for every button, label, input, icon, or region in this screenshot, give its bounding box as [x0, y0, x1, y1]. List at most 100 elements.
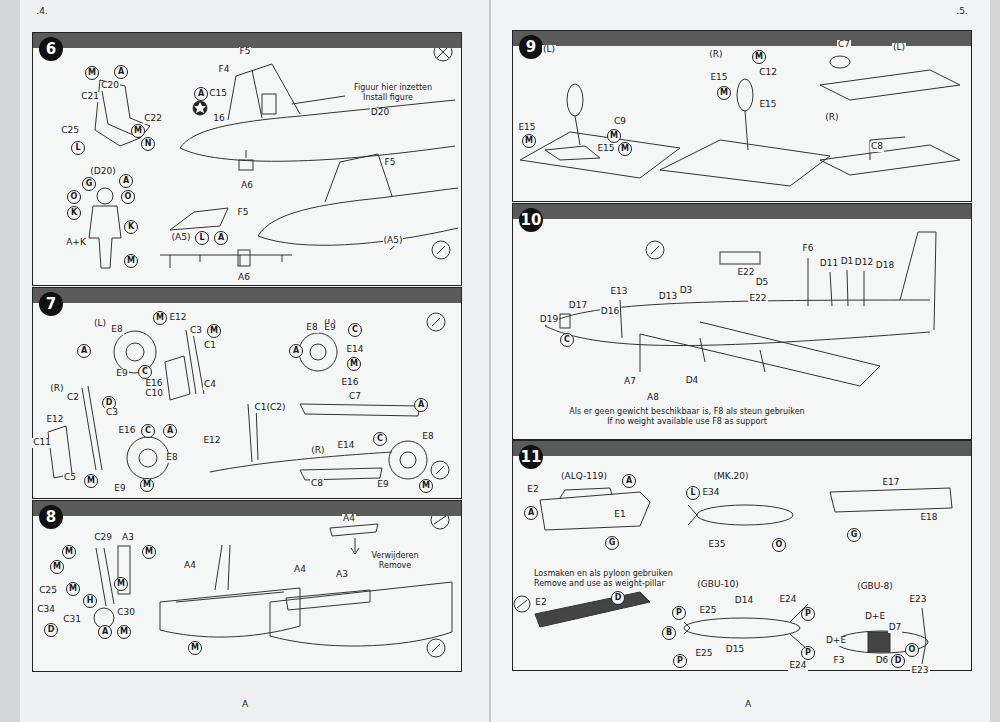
step-8-art-stroke — [434, 516, 446, 524]
callout-letter: M — [618, 142, 632, 156]
callout-letter: C — [138, 365, 152, 379]
part-number: D1 — [840, 257, 855, 267]
step-6-art-stroke — [239, 160, 253, 170]
step-11-art-stroke — [830, 488, 952, 512]
callout-letter: M — [114, 577, 128, 591]
part-number: (R) — [708, 50, 723, 60]
callout-letter: A — [194, 87, 208, 101]
step-number: 9 — [519, 35, 543, 59]
callout-letter: M — [84, 474, 98, 488]
step-7-art-stroke — [210, 452, 392, 472]
callout-letter: A — [77, 344, 91, 358]
callout-letter: M — [142, 545, 156, 559]
step-9-art-stroke — [870, 137, 905, 160]
callout-letter: A — [622, 474, 636, 488]
part-number: (L) — [892, 43, 906, 53]
part-number: (R) — [310, 446, 325, 456]
part-number: C3 — [189, 326, 203, 336]
callout-letter: M — [50, 560, 64, 574]
left-page — [20, 0, 490, 722]
panel-ground — [32, 287, 462, 499]
callout-letter: L — [686, 486, 700, 500]
step-7-art-stroke — [436, 466, 444, 474]
header-band — [33, 33, 461, 48]
part-number: E15 — [709, 73, 728, 83]
step-7-art — [48, 313, 449, 480]
callout-letter: M — [419, 479, 433, 493]
step-10-art-stroke — [545, 300, 930, 326]
step-number: 11 — [519, 445, 543, 469]
step-10-art-stroke — [651, 246, 659, 254]
step-11-art-stroke — [688, 505, 697, 525]
callout-letter: A — [214, 231, 228, 245]
step-number: 7 — [39, 292, 63, 316]
page-mark: .4. — [35, 7, 48, 17]
callout-letter: M — [62, 545, 76, 559]
step-6-art-stroke — [160, 255, 292, 268]
callout-letter: O — [772, 538, 786, 552]
part-number: C1 — [203, 341, 217, 351]
part-number: D+E — [864, 612, 886, 622]
step-7-art-stroke — [82, 386, 102, 470]
callout-letter: P — [673, 654, 687, 668]
step-11-art-stroke — [517, 600, 527, 608]
part-number: D18 — [875, 261, 895, 271]
part-number: (MK.20) — [712, 472, 749, 482]
step-7-art-stroke — [310, 344, 326, 360]
part-number: A8 — [646, 393, 660, 403]
step-11-art-stroke — [514, 596, 530, 612]
step-9-art-stroke — [545, 146, 600, 160]
part-number: E15 — [758, 100, 777, 110]
callout-letter: C — [560, 333, 574, 347]
part-number: C25 — [60, 126, 80, 136]
header-band — [33, 501, 461, 516]
part-number: 16 — [212, 114, 225, 124]
part-number: C11 — [32, 438, 52, 448]
step-7-art-stroke — [432, 318, 440, 326]
step-6-art-stroke — [180, 146, 455, 161]
part-number: D19 — [539, 315, 559, 325]
part-number: D+E — [825, 636, 847, 646]
step-6-art-stroke — [262, 94, 276, 114]
callout-letter: M — [117, 625, 131, 639]
part-number: C4 — [203, 380, 217, 390]
step-10-art-stroke — [900, 232, 936, 330]
part-number: E2 — [526, 485, 539, 495]
step-7-art-stroke — [48, 426, 72, 478]
step-10-art-stroke — [545, 326, 930, 346]
callout-letter: M — [188, 641, 202, 655]
part-number: C22 — [143, 114, 163, 124]
step-8-art-stroke — [330, 524, 378, 536]
step-11-art-stroke — [684, 604, 808, 650]
part-number: (GBU-10) — [696, 580, 739, 590]
part-number: C5 — [63, 473, 77, 483]
instruction-note: Install figure — [362, 94, 414, 103]
part-number: D16 — [600, 307, 620, 317]
part-number: E8 — [305, 323, 318, 333]
part-number: D12 — [854, 258, 874, 268]
part-number: E16 — [340, 378, 359, 388]
part-number: A6 — [240, 181, 254, 191]
step-6-art-stroke — [170, 208, 228, 230]
step-panel: 8 — [32, 500, 462, 672]
step-7-art-stroke — [389, 441, 427, 479]
step-6-art-stroke — [100, 80, 150, 138]
panel-ground — [512, 440, 972, 671]
header-band — [33, 288, 461, 303]
callout-letter: M — [752, 50, 766, 64]
step-7-art-stroke — [165, 356, 190, 400]
step-8-art-stroke — [96, 548, 114, 606]
instruction-note: Figuur hier inzetten — [353, 84, 433, 93]
step-6-art-stroke — [252, 70, 262, 118]
part-number: (L) — [93, 319, 107, 329]
callout-letter: M — [131, 124, 145, 138]
step-6-art-stroke — [238, 250, 250, 266]
step-8-art-stroke — [427, 639, 445, 657]
callout-letter: O — [67, 190, 81, 204]
part-number: E9 — [376, 480, 389, 490]
part-number: C15 — [208, 89, 228, 99]
part-number: C8 — [310, 479, 324, 489]
part-number: D11 — [819, 259, 839, 269]
